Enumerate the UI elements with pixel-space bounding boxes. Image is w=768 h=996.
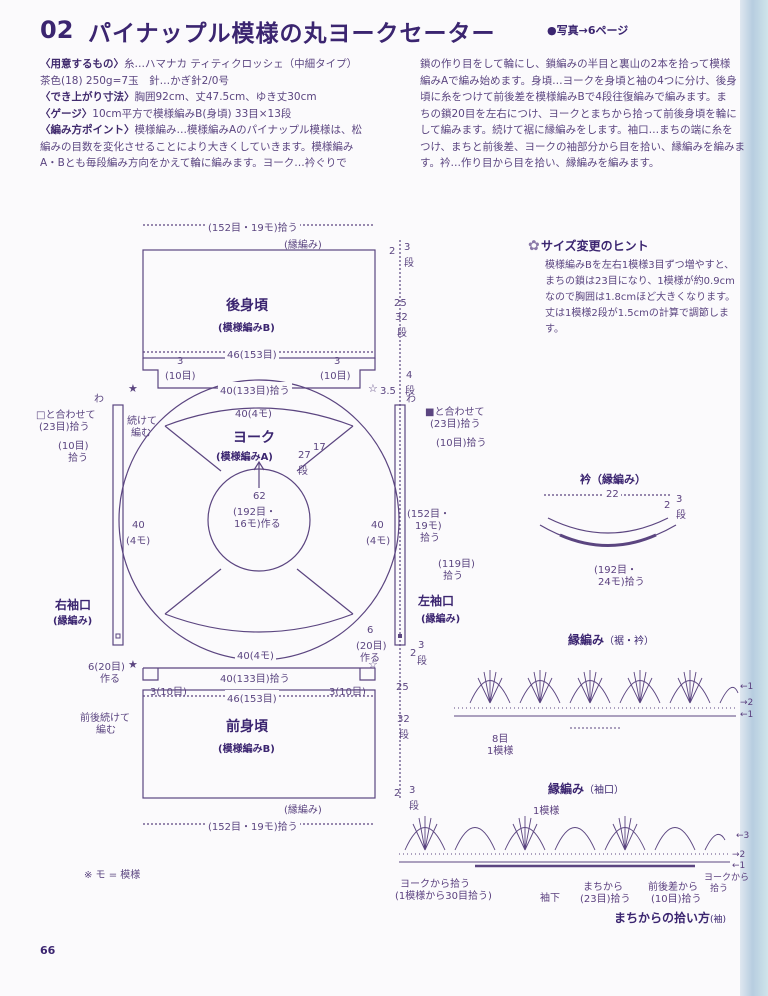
repeat-label: 8目	[492, 734, 509, 745]
row-arrow: →2	[740, 698, 754, 708]
edging2-label: 袖下	[540, 893, 560, 904]
edging1-chart	[454, 670, 739, 729]
repeat-label: 1模様	[487, 746, 514, 757]
pattern-title: パイナップル模様の丸ヨークセーター	[88, 21, 496, 47]
row-arrow: ←1	[740, 710, 754, 720]
edging2-title-row: 縁編み（袖口）	[548, 780, 624, 797]
front-body-shape	[142, 689, 376, 799]
hint-text: 模様編みBを左右1模様3目ずつ増やすと、 まちの鎖は23目になり、1模様が約0.…	[545, 258, 735, 338]
edging2-label: まちから	[583, 882, 623, 893]
row-arrow: ←3	[736, 831, 750, 841]
pattern-number: 02	[40, 16, 74, 44]
edging2-label: (1模様から30目拾う)	[395, 891, 492, 902]
star-outline-marker: ☆	[368, 382, 378, 395]
instruction-line: ちの鎖20目を左右につけ、ヨークとまちから拾って前後身頃を輪に	[420, 107, 737, 120]
edging2-label: 前後差から	[648, 882, 698, 893]
shell-row	[404, 827, 726, 851]
instructions-left: 〈用意するもの〉糸…ハマナカ ティティクロッシェ（中細タイプ） 茶色(18) 2…	[40, 56, 362, 172]
edging1-title: 縁編み	[568, 633, 605, 647]
collar-width-label: 22	[604, 489, 621, 500]
shell-row	[469, 680, 739, 704]
shell-fan	[477, 670, 503, 704]
collar-diagram	[539, 494, 677, 547]
collar-height-label: 段	[676, 510, 686, 521]
instruction-line: 編みAで編み始めます。身頃…ヨークを身頃と袖の4つに分け、後身	[420, 74, 737, 87]
hint-line: 模様編みBを左右1模様3目ずつ増やすと、	[545, 260, 735, 271]
pickup-method-sub: (袖)	[710, 915, 727, 925]
edging2-label: ヨークから拾う	[400, 879, 470, 890]
right-sleeve-shape	[112, 404, 124, 646]
shell-fan	[612, 816, 638, 851]
page-number: 66	[40, 944, 56, 957]
collar-inner-curve	[547, 517, 669, 534]
edging2-title: 縁編み	[548, 782, 585, 796]
shell-fan	[577, 670, 603, 704]
collar-title: 衿（縁編み）	[580, 473, 646, 486]
pickup-method-row: まちからの拾い方(袖)	[614, 909, 726, 926]
collar-stitch-label: 24モ)拾う	[598, 577, 645, 588]
yoke-division	[164, 425, 222, 472]
edging1-subtitle: （裾・衿）	[604, 636, 655, 647]
instruction-line: 〈編み方ポイント〉模様編み…模様編みAのパイナップル模様は、松	[40, 124, 362, 136]
hint-title: サイズ変更のヒント	[541, 239, 649, 253]
instruction-line: して編みます。続けて裾に縁編みをします。袖口…まちの端に糸を	[420, 124, 733, 136]
shell-fan	[512, 816, 538, 851]
photo-reference: ●写真→6ページ	[547, 24, 629, 37]
instruction-line: す。衿…作り目から目を拾い、縁編みを編みます。	[420, 157, 660, 169]
yoke-division	[296, 568, 354, 615]
instruction-line: 茶色(18) 250g=7玉 針…かぎ針2/0号	[40, 74, 229, 87]
collar-band	[559, 533, 657, 547]
row-arrow: ←1	[732, 861, 746, 871]
edging2-label: 拾う	[710, 884, 729, 894]
instruction-line: 編みの目数を変化させることにより大きくしていきます。模様編み	[40, 140, 354, 153]
hint-line: 丈は1模様2段が1.5cmの計算で調節しま	[545, 308, 729, 319]
collar-height-label: 2	[664, 500, 671, 511]
collar-height-label: 3	[676, 494, 683, 505]
instruction-line: 頃に糸をつけて前後差を模様編みBで4段往復編みで編みます。ま	[420, 91, 727, 103]
edging2-label: (23目)拾う	[580, 894, 631, 905]
edging2-repeat-label: 1模様	[533, 806, 560, 817]
front-gusset-shape	[142, 668, 159, 681]
instruction-line: A・Bとも毎段編み方向をかえて輪に編みます。ヨーク…衿ぐりで	[40, 157, 347, 169]
yoke-division	[296, 425, 354, 472]
hint-line: まちの鎖は23目になり、1模様が約0.9cm	[545, 276, 735, 287]
shell-fan	[527, 670, 553, 704]
shell-fan	[412, 816, 438, 851]
edging2-label: ヨークから	[704, 873, 750, 883]
shell-fan	[627, 670, 653, 704]
square-filled-marker	[398, 634, 402, 638]
instruction-line: つけ、まちと前後差、ヨークの袖部分から目を拾い、縁編みを編みま	[420, 140, 745, 153]
abbreviation-note: ※ モ = 模様	[84, 870, 141, 881]
front-gusset-shape	[359, 668, 376, 681]
edging1-title-row: 縁編み（裾・衿）	[568, 631, 654, 648]
start-arrow-head	[253, 460, 265, 471]
star-outline-marker: ☆	[368, 658, 378, 671]
row-arrow: →2	[732, 850, 746, 860]
edging2-subtitle: （袖口）	[584, 785, 625, 796]
hint-line: す。	[545, 324, 564, 335]
star-marker: ★	[128, 382, 138, 395]
square-marker	[115, 633, 121, 639]
back-body-shape	[142, 249, 376, 359]
collar-stitch-label: (192目・	[594, 565, 637, 576]
yoke-circle	[118, 379, 400, 661]
flower-icon: ✿	[528, 238, 540, 254]
shell-fan	[677, 670, 703, 704]
back-gusset-shape	[142, 358, 376, 389]
row-arrow: ←1	[740, 682, 754, 692]
instructions-right: 鎖の作り目をして輪にし、鎖編みの半目と裏山の2本を拾って模様 編みAで編み始めま…	[420, 56, 745, 172]
yoke-division	[164, 568, 222, 615]
edging2-label: (10目)拾う	[651, 894, 702, 905]
hint-line: なので胸囲は1.8cmほど大きくなります。	[545, 292, 736, 303]
pickup-method-title: まちからの拾い方	[614, 911, 711, 925]
yoke-arc	[164, 613, 354, 633]
instruction-line: 〈用意するもの〉糸…ハマナカ ティティクロッシェ（中細タイプ）	[40, 58, 358, 70]
instruction-line: 〈でき上がり寸法〉胸囲92cm、丈47.5cm、ゆき丈30cm	[40, 91, 317, 103]
page-edge	[740, 0, 768, 996]
instruction-line: 〈ゲージ〉10cm平方で模様編みB(身頃) 33目×13段	[40, 107, 292, 120]
star-marker: ★	[128, 658, 138, 671]
edging2-chart	[399, 816, 730, 868]
instruction-line: 鎖の作り目をして輪にし、鎖編みの半目と裏山の2本を拾って模様	[420, 58, 731, 70]
yoke-arc	[164, 407, 354, 427]
